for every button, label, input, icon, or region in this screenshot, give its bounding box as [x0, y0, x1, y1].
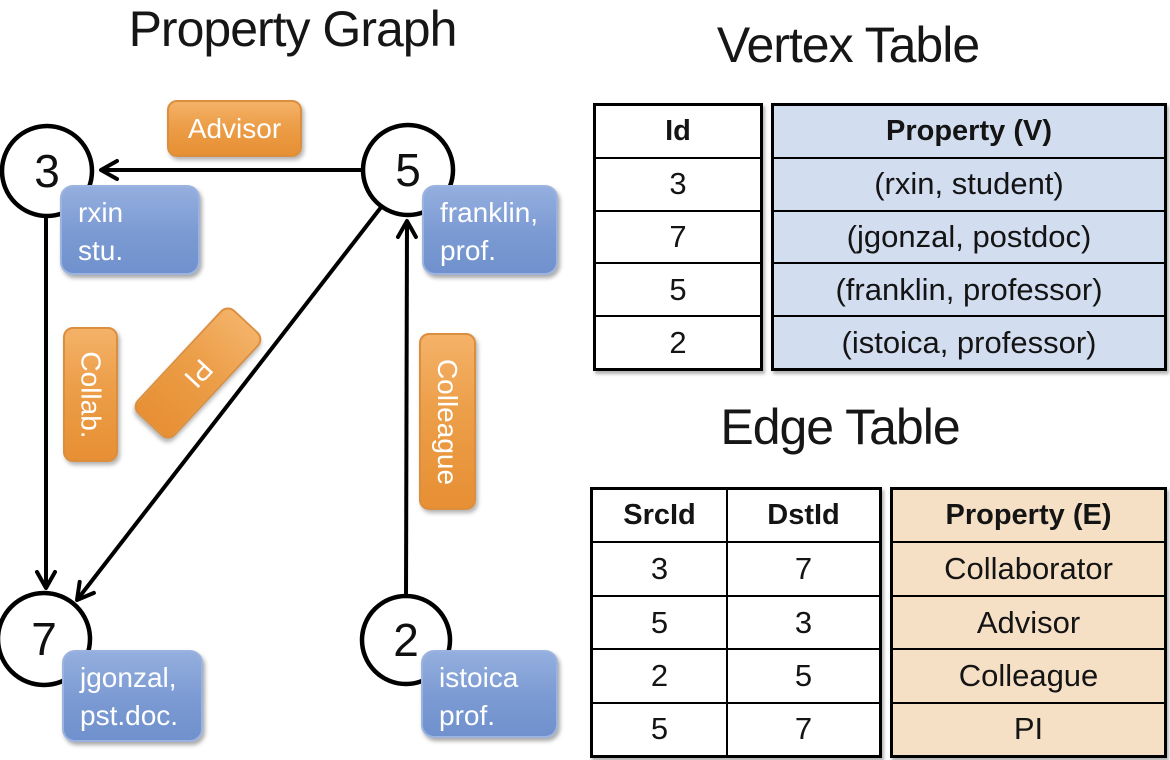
edge-label-advisor-text: Advisor [187, 112, 282, 144]
edge-dstid-cell: 7 [728, 541, 879, 594]
vertex-table-property-column: Property (V) (rxin, student) (jgonzal, p… [771, 103, 1167, 371]
vertex-id-cell: 3 [596, 156, 760, 210]
edge-table-dstid-column: DstId 7 3 5 7 [726, 490, 879, 755]
edge-srcid-cell: 5 [593, 701, 726, 755]
edge-label-collab-text: Collab. [75, 350, 107, 439]
vertex-id-cell: 2 [596, 315, 760, 368]
vertex-id-cell: 7 [596, 209, 760, 263]
edge-label-collab: Collab. [63, 327, 118, 462]
edge-table-id-columns: SrcId 3 5 2 5 DstId 7 3 5 7 [590, 487, 882, 758]
edge-label-colleague: Colleague [419, 333, 476, 510]
vertex-property-cell: (franklin, professor) [774, 262, 1164, 316]
vertex-prop-box-5-line2: prof. [440, 234, 497, 266]
node-5-id: 5 [395, 144, 421, 196]
node-2-id: 2 [393, 614, 419, 666]
vertex-prop-box-2: istoica prof. [421, 650, 558, 738]
vertex-property-cell: (rxin, student) [774, 156, 1164, 210]
vertex-prop-box-5-line1: franklin, [440, 197, 539, 228]
edge-property-cell: PI [893, 701, 1164, 756]
vertex-prop-box-7-line2: pst.doc. [80, 699, 179, 731]
vertex-table-title: Vertex Table [716, 17, 980, 73]
vertex-prop-box-2-line2: prof. [439, 699, 496, 731]
edge-srcid-cell: 5 [593, 594, 726, 648]
vertex-table: Id 3 7 5 2 Property (V) (rxin, student) … [593, 103, 1167, 371]
edge-arrow-5-7 [75, 204, 384, 602]
edge-table-header-property: Property (E) [893, 490, 1164, 542]
edge-table-title: Edge Table [720, 399, 960, 455]
edge-srcid-cell: 3 [593, 541, 726, 594]
edge-label-advisor: Advisor [167, 100, 302, 157]
vertex-prop-box-2-line1: istoica [439, 662, 519, 693]
edge-dstid-cell: 5 [728, 648, 879, 701]
edge-table-header-dstid: DstId [767, 499, 840, 532]
edge-table-column-gap [882, 487, 890, 758]
node-7-id: 7 [31, 613, 57, 665]
edge-table-property-column: Property (E) Collaborator Advisor Collea… [890, 487, 1167, 758]
vertex-prop-box-3: rxin stu. [60, 185, 200, 275]
edge-label-colleague-text: Colleague [432, 358, 464, 485]
edge-property-cell: Advisor [893, 594, 1164, 649]
vertex-table-id-column: Id 3 7 5 2 [593, 103, 763, 371]
edge-dstid-cell: 3 [728, 594, 879, 648]
graph-title: Property Graph [128, 1, 458, 57]
edge-dstid-cell: 7 [728, 701, 879, 755]
node-3-id: 3 [34, 145, 60, 197]
vertex-prop-box-7-line1: jgonzal, [80, 662, 177, 693]
edge-property-cell: Colleague [893, 648, 1164, 702]
edge-property-cell: Collaborator [893, 541, 1164, 595]
vertex-table-header-id: Id [665, 114, 691, 147]
edge-table-header-srcid: SrcId [623, 499, 696, 532]
vertex-prop-box-3-line1: rxin [78, 197, 124, 228]
vertex-property-cell: (jgonzal, postdoc) [774, 209, 1164, 263]
vertex-prop-box-7: jgonzal, pst.doc. [62, 650, 203, 742]
edge-arrow-2-5 [395, 219, 418, 597]
vertex-prop-box-5: franklin, prof. [422, 185, 558, 275]
edge-table-srcid-column: SrcId 3 5 2 5 [593, 490, 726, 755]
edge-table: SrcId 3 5 2 5 DstId 7 3 5 7 Property (E)… [590, 487, 1167, 758]
edge-label-pi-text: PI [178, 353, 219, 394]
vertex-table-header-property: Property (V) [774, 106, 1164, 157]
edge-srcid-cell: 2 [593, 648, 726, 701]
vertex-property-cell: (istoica, professor) [774, 315, 1164, 368]
vertex-prop-box-3-line2: stu. [78, 234, 124, 266]
vertex-id-cell: 5 [596, 262, 760, 315]
vertex-table-column-gap [763, 103, 771, 371]
